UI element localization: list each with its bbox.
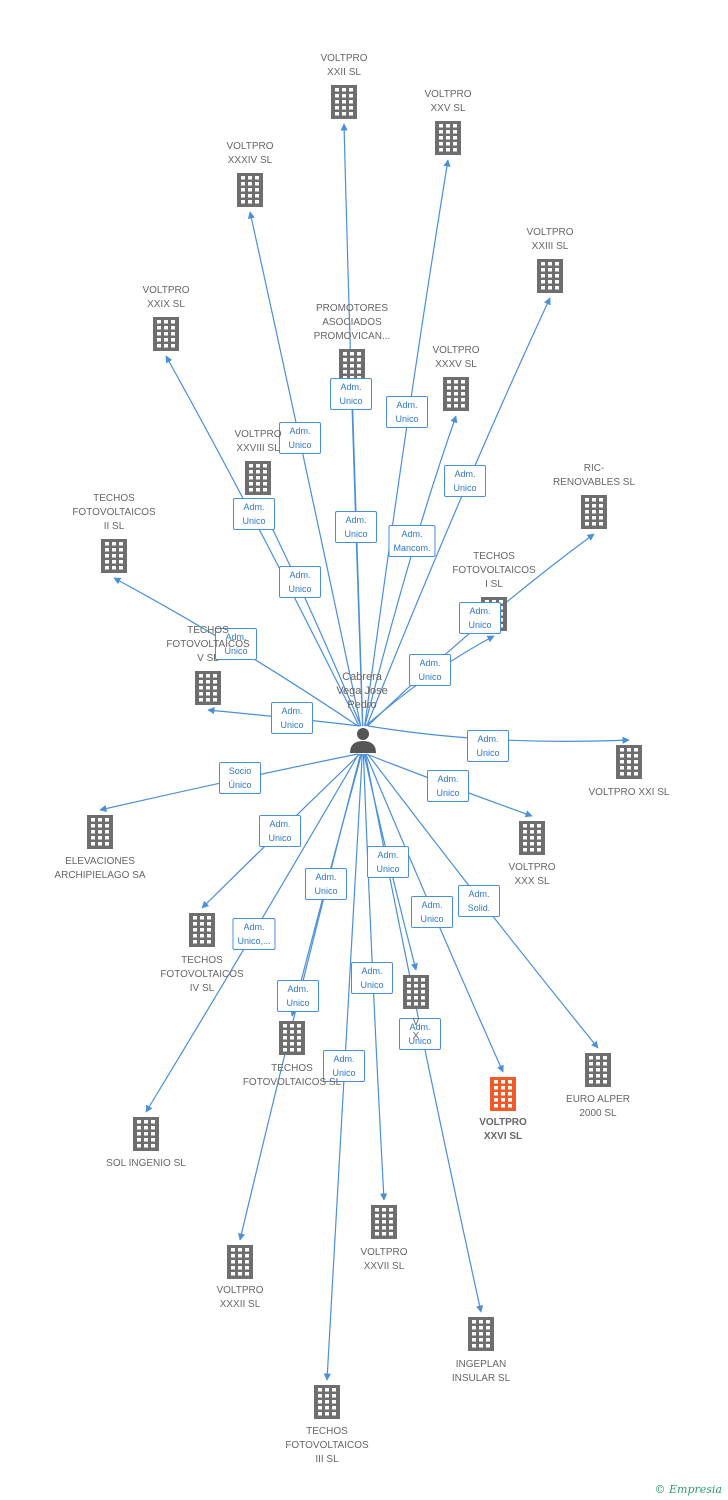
building-icon-xxx[interactable] [519, 821, 545, 855]
building-icon-elevaciones[interactable] [87, 815, 113, 849]
company-label-techos4[interactable]: TECHOS FOTOVOLTAICOS IV SL [160, 955, 244, 994]
building-icon-xxii[interactable] [331, 85, 357, 119]
company-label-techos1[interactable]: TECHOS FOTOVOLTAICOS I SL [452, 551, 536, 590]
relation-badge-ric[interactable]: Adm. Unico [459, 602, 501, 634]
relation-badge-techos3[interactable]: Adm. Unico [323, 1050, 365, 1082]
relation-badge-vx[interactable]: Adm. Unico [367, 846, 409, 878]
building-icon-techos2[interactable] [101, 539, 127, 573]
building-icon-xxv[interactable] [435, 121, 461, 155]
company-label-ingeplan[interactable]: INGEPLAN INSULAR SL [451, 1359, 511, 1384]
relation-badge-sol[interactable]: Adm. Unico,... [232, 918, 276, 950]
relation-badge-xxi[interactable]: Adm. Unico [467, 730, 509, 762]
edge-xxv [364, 159, 451, 727]
relation-badge-xxxiv[interactable]: Adm. Unico [279, 422, 321, 454]
company-label-elevaciones[interactable]: ELEVACIONES ARCHIPIELAGO SA [54, 856, 146, 881]
relation-badge-ingeplan[interactable]: Adm. Unico [399, 1018, 441, 1050]
building-icon-xxi[interactable] [616, 745, 642, 779]
company-label-sol[interactable]: SOL INGENIO SL [106, 1158, 186, 1169]
company-label-xxvii[interactable]: VOLTPRO XXVII SL [360, 1247, 408, 1272]
building-icon-ric[interactable] [581, 495, 607, 529]
building-icon-xxxiv[interactable] [237, 173, 263, 207]
relation-badge-techos5[interactable]: Adm. Unico [271, 702, 313, 734]
copyright-icon: © [654, 1483, 666, 1496]
company-label-xxi[interactable]: VOLTPRO XXI SL [588, 787, 670, 798]
company-label-xxx[interactable]: VOLTPRO XXX SL [508, 862, 556, 887]
relation-badge-techos2[interactable]: Adm. Unico [215, 628, 257, 660]
building-icon-ingeplan[interactable] [468, 1317, 494, 1351]
relation-badge-xxvi[interactable]: Adm. Unico [411, 896, 453, 928]
building-icon-techos6[interactable] [279, 1021, 305, 1055]
company-label-euro[interactable]: EURO ALPER 2000 SL [566, 1094, 630, 1119]
company-label-vx[interactable]: V X [412, 1017, 420, 1042]
building-icon-sol[interactable] [133, 1117, 159, 1151]
company-label-xxix[interactable]: VOLTPRO XXIX SL [142, 285, 190, 310]
person-icon[interactable] [350, 728, 376, 753]
building-icon-xxviii[interactable] [245, 461, 271, 495]
company-label-xxviii[interactable]: VOLTPRO XXVIII SL [234, 429, 282, 454]
relation-badge-xxiii[interactable]: Adm. Unico [444, 465, 486, 497]
building-icon-xxvi[interactable] [490, 1077, 516, 1111]
company-label-techos5[interactable]: TECHOS FOTOVOLTAICOS V SL [166, 625, 250, 664]
building-icon-euro[interactable] [585, 1053, 611, 1087]
company-label-techos3[interactable]: TECHOS FOTOVOLTAICOS III SL [285, 1426, 369, 1465]
building-icon-techos5[interactable] [195, 671, 221, 705]
relation-badge-xxii[interactable]: Adm. Unico [330, 378, 372, 410]
relation-badge-xxxv[interactable]: Adm. Mancom. [388, 525, 436, 557]
person-name-label: Cabrera Vega Jose Pedro [336, 671, 388, 711]
building-icon-vx[interactable] [403, 975, 429, 1009]
company-label-promotores[interactable]: PROMOTORES ASOCIADOS PROMOVICAN... [313, 303, 391, 342]
company-label-xxvi[interactable]: VOLTPRO XXVI SL [479, 1117, 527, 1142]
building-icon-xxvii[interactable] [371, 1205, 397, 1239]
relation-badge-techos4[interactable]: Adm. Unico [259, 815, 301, 847]
footer-brand[interactable]: © Empresia [655, 1483, 723, 1496]
relation-badge-euro[interactable]: Adm. Solid. [458, 885, 500, 917]
company-label-xxxii[interactable]: VOLTPRO XXXII SL [216, 1285, 264, 1310]
company-label-techos6[interactable]: TECHOS FOTOVOLTAICOS SL [242, 1063, 342, 1088]
company-label-xxv[interactable]: VOLTPRO XXV SL [424, 89, 472, 114]
building-icon-xxxv[interactable] [443, 377, 469, 411]
building-icon-techos4[interactable] [189, 913, 215, 947]
building-icon-techos3[interactable] [314, 1385, 340, 1419]
relation-badge-xxx[interactable]: Adm. Unico [427, 770, 469, 802]
building-icon-xxxii[interactable] [227, 1245, 253, 1279]
building-icon-promotores[interactable] [339, 349, 365, 383]
relation-badge-xxix[interactable]: Adm. Unico [233, 498, 275, 530]
relation-badge-techos6[interactable]: Adm. Unico [305, 868, 347, 900]
relation-badge-xxviii[interactable]: Adm. Unico [279, 566, 321, 598]
company-label-xxii[interactable]: VOLTPRO XXII SL [320, 53, 368, 78]
relation-badge-xxvii[interactable]: Adm. Unico [351, 962, 393, 994]
building-icon-xxix[interactable] [153, 317, 179, 351]
relation-badge-promotores[interactable]: Adm. Unico [335, 511, 377, 543]
company-label-xxxiv[interactable]: VOLTPRO XXXIV SL [226, 141, 274, 166]
company-label-xxiii[interactable]: VOLTPRO XXIII SL [526, 227, 574, 252]
relation-badge-xxv[interactable]: Adm. Unico [386, 396, 428, 428]
relation-badge-xxxii[interactable]: Adm. Unico [277, 980, 319, 1012]
brand-name: Empresia [669, 1483, 722, 1496]
company-label-ric[interactable]: RIC- RENOVABLES SL [552, 463, 636, 488]
relation-badge-elevaciones[interactable]: Socio Único [219, 762, 261, 794]
building-icon-xxiii[interactable] [537, 259, 563, 293]
relation-badge-techos1[interactable]: Adm. Unico [409, 654, 451, 686]
company-label-techos2[interactable]: TECHOS FOTOVOLTAICOS II SL [72, 493, 156, 532]
company-label-xxxv[interactable]: VOLTPRO XXXV SL [432, 345, 480, 370]
